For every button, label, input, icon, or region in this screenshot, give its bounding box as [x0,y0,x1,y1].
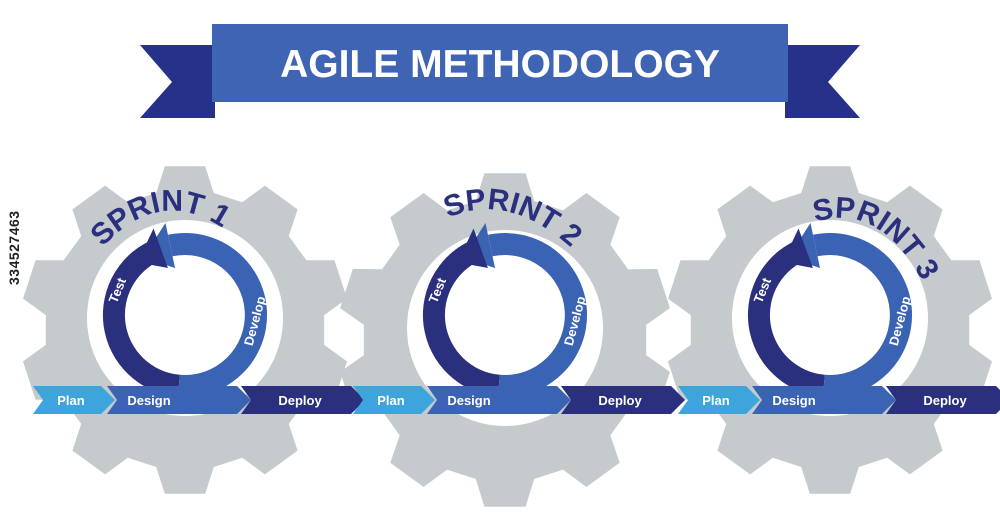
step-plan-label: Plan [377,393,405,408]
step-design-label: Design [127,393,170,408]
deploy-arrow [561,386,685,414]
step-design-label: Design [772,393,815,408]
banner-body [212,24,788,102]
plan-arrow [353,386,435,414]
step-deploy-label: Deploy [923,393,967,408]
step-design-label: Design [447,393,490,408]
step-plan-label: Plan [702,393,730,408]
test-arrowhead [457,228,488,269]
test-arrowhead [137,228,168,269]
develop-arc [488,233,588,398]
page-title: AGILE METHODOLOGY [280,43,720,86]
test-arrowhead [782,228,813,269]
banner-tail-right [785,45,860,118]
step-deploy-label: Deploy [598,393,642,408]
develop-arc [813,233,913,398]
design-arrow [107,386,251,414]
deploy-arrow [241,386,365,414]
design-arrow [427,386,571,414]
design-arrow [752,386,896,414]
step-plan-label: Plan [57,393,85,408]
title-banner: AGILE METHODOLOGY [140,24,860,118]
test-arc [747,237,825,397]
stock-id-label: 334527463 [6,210,22,285]
develop-arc [168,233,268,398]
banner-tail-left [140,45,215,118]
deploy-arrow [886,386,1000,414]
plan-arrow [678,386,760,414]
step-deploy-label: Deploy [278,393,322,408]
test-arc [102,237,180,397]
plan-arrow [33,386,115,414]
test-arc [422,237,500,397]
